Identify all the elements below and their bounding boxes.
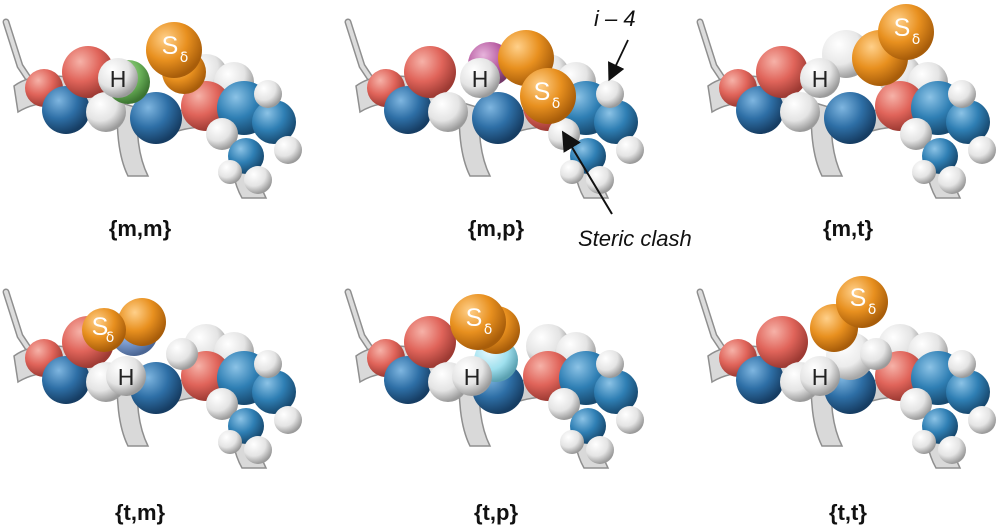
sulfur-subscript: δ (912, 32, 921, 48)
panel-tm: H S δ (6, 292, 302, 468)
panel-tt: H S δ (700, 276, 996, 468)
hydrogen-label: H (110, 66, 127, 92)
clash-arrow (561, 130, 613, 215)
residue-label: i – 4 (594, 6, 636, 31)
panel-mm: H S δ (6, 22, 302, 198)
sulfur-subscript: δ (552, 96, 561, 112)
clash-label: Steric clash (578, 226, 692, 251)
panel-mt: H S δ (700, 4, 996, 198)
hydrogen-label: H (472, 66, 489, 92)
caption-mm: {m,m} (109, 216, 172, 241)
caption-mp: {m,p} (468, 216, 525, 241)
hydrogen-label: H (812, 364, 829, 390)
sulfur-atom (878, 4, 934, 60)
sulfur-atom (836, 276, 888, 328)
caption-mt: {m,t} (823, 216, 874, 241)
hydrogen-atom (452, 356, 492, 396)
sulfur-subscript: δ (868, 302, 877, 318)
sulfur-subscript: δ (180, 50, 189, 66)
sulfur-label: S (92, 313, 109, 341)
residue-arrow (608, 39, 629, 82)
sulfur-subscript: δ (106, 330, 115, 346)
sulfur-atom (82, 308, 126, 352)
hydrogen-atom-gamma (166, 338, 198, 370)
panel-tp: H S δ (348, 292, 644, 468)
sulfur-subscript: δ (484, 322, 493, 338)
hydrogen-atom (460, 58, 500, 98)
sulfur-label: S (162, 32, 179, 60)
sulfur-atom (146, 22, 202, 78)
caption-tm: {t,m} (115, 500, 166, 525)
sulfur-label: S (466, 304, 483, 332)
sulfur-label: S (534, 78, 551, 106)
caption-tt: {t,t} (829, 500, 867, 525)
hydrogen-label: H (812, 66, 829, 92)
hydrogen-atom (800, 58, 840, 98)
sulfur-atom (450, 294, 506, 350)
hydrogen-atom-gamma (860, 338, 892, 370)
hydrogen-label: H (118, 364, 135, 390)
hydrogen-atom (106, 356, 146, 396)
hydrogen-atom (98, 58, 138, 98)
sulfur-label: S (850, 284, 867, 312)
hydrogen-label: H (464, 364, 481, 390)
sulfur-atom-back (118, 298, 166, 346)
sulfur-atom (520, 68, 576, 124)
panel-mp: H S δ (348, 22, 644, 198)
sulfur-label: S (894, 14, 911, 42)
caption-tp: {t,p} (474, 500, 518, 525)
hydrogen-atom (800, 356, 840, 396)
